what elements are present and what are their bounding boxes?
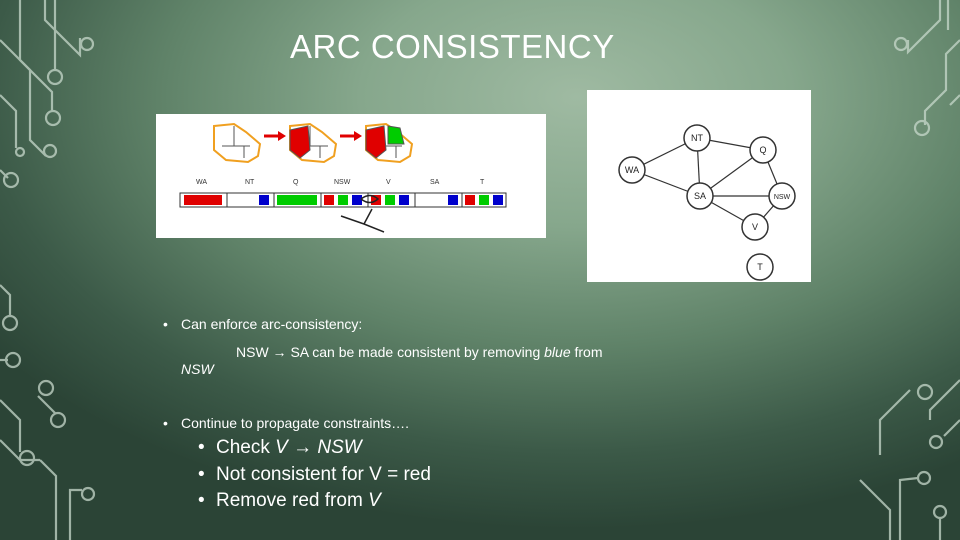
q-green (277, 195, 317, 205)
node-nsw (768, 182, 796, 210)
sub-bullet-nsw-sa: NSW → SA can be made consistent by remov… (236, 344, 603, 360)
nsw-green (338, 195, 348, 205)
label-v: V (386, 179, 391, 186)
node-t (746, 253, 774, 281)
label-wa: WA (196, 179, 207, 186)
label-nsw: NSW (334, 179, 351, 186)
label-sa: SA (430, 179, 440, 186)
bullet-not-consistent: •Not consistent for V = red (198, 464, 431, 485)
t-blue (493, 195, 503, 205)
australia-map-3 (365, 122, 414, 164)
wa-red (184, 195, 222, 205)
bullet-check: •Check V → NSW (198, 437, 362, 458)
arrow-head-2 (354, 131, 362, 141)
sa-blue (448, 195, 458, 205)
node-label-v: V (752, 222, 758, 232)
nsw-blue (352, 195, 362, 205)
bullet-text: Can enforce arc-consistency: (181, 316, 363, 332)
sub-text: NSW → SA can be made consistent by remov… (236, 344, 541, 360)
bullet-remove-red: •Remove red from V (198, 490, 381, 511)
australia-map-1 (213, 122, 262, 164)
arrow-head-1 (278, 131, 286, 141)
bullet-dot: • (163, 316, 168, 332)
sub-italic: blue (544, 344, 571, 360)
sub-tail: from (574, 344, 603, 360)
node-label-sa: SA (694, 191, 706, 201)
bullet-dot: • (163, 415, 168, 431)
t-green (479, 195, 489, 205)
label-q: Q (293, 179, 299, 186)
node-wa (618, 156, 646, 184)
node-v (741, 213, 769, 241)
bullet-dot: • (198, 490, 205, 511)
node-sa (686, 182, 714, 210)
sub-bullet-nsw: NSW (181, 361, 214, 377)
v-green (385, 195, 395, 205)
bullet-propagate: • Continue to propagate constraints…. (163, 415, 409, 431)
arc-arrow (360, 194, 380, 204)
node-label-nsw: NSW (774, 194, 791, 201)
slide-title: ARC CONSISTENCY (290, 28, 615, 65)
label-t: T (480, 179, 485, 186)
arc-consistency-figure: WA NT Q NSW V SA T (156, 114, 546, 238)
node-label-wa: WA (625, 165, 639, 175)
australia-map-2 (289, 122, 338, 164)
node-nt (683, 124, 711, 152)
bullet-text: Continue to propagate constraints…. (181, 415, 410, 431)
bullet-dot: • (198, 464, 205, 485)
nsw-red (324, 195, 334, 205)
nt-blue (259, 195, 269, 205)
node-label-q: Q (759, 145, 766, 155)
v-blue (399, 195, 409, 205)
arc-pointer (340, 208, 385, 233)
node-label-t: T (757, 262, 763, 272)
label-nt: NT (245, 179, 255, 186)
t-red (465, 195, 475, 205)
node-q (749, 136, 777, 164)
bullet-arc-consistency: • Can enforce arc-consistency: (163, 316, 362, 332)
bullet-dot: • (198, 437, 205, 458)
node-label-nt: NT (691, 133, 703, 143)
constraint-graph: NT Q WA SA NSW V T (587, 90, 811, 282)
